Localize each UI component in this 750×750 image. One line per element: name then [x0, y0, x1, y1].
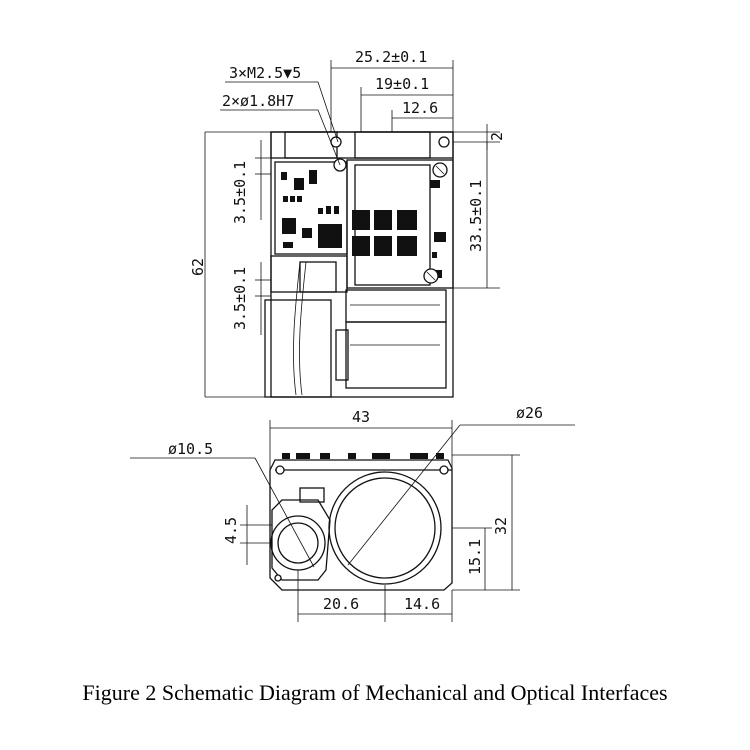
dim-12-6: 12.6	[402, 99, 438, 117]
dim-14-6: 14.6	[404, 595, 440, 613]
dim-33-5: 33.5±0.1	[467, 180, 485, 252]
dim-32: 32	[492, 517, 510, 535]
figure-caption: Figure 2 Schematic Diagram of Mechanical…	[82, 680, 667, 705]
dim-43: 43	[352, 408, 370, 426]
front-view	[130, 424, 575, 591]
top-view-outline	[270, 131, 454, 398]
front-view-dimensions	[240, 420, 520, 622]
dim-3-5-bottom: 3.5±0.1	[231, 267, 249, 330]
top-view-dimensions	[204, 60, 500, 398]
dim-19: 19±0.1	[375, 75, 429, 93]
dim-15-1: 15.1	[466, 539, 484, 575]
dim-25-2: 25.2±0.1	[355, 48, 427, 66]
top-view	[264, 131, 454, 398]
dim-pin-holes: 2×ø1.8H7	[222, 92, 294, 110]
dim-2: 2	[488, 132, 506, 141]
dim-3-5-top: 3.5±0.1	[231, 161, 249, 224]
dim-62: 62	[189, 258, 207, 276]
dim-10-5: ø10.5	[168, 440, 213, 458]
dim-26: ø26	[516, 404, 543, 422]
dim-screw-holes: 3×M2.5▼5	[229, 64, 301, 82]
large-lens	[328, 471, 442, 585]
small-lens	[270, 515, 326, 571]
dim-20-6: 20.6	[323, 595, 359, 613]
dim-4-5: 4.5	[222, 517, 240, 544]
